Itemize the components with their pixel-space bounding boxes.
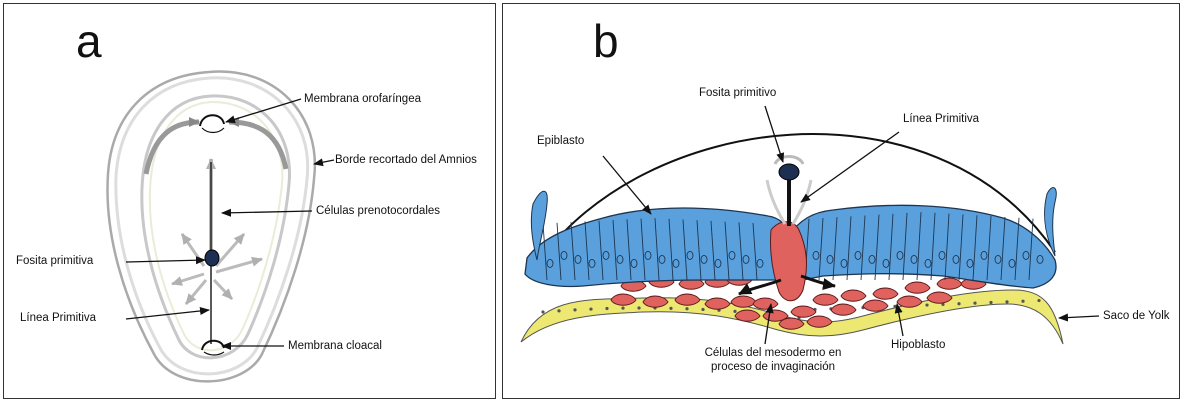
embryonic-disc-diagram [4, 4, 496, 399]
mesoderm-cell [791, 306, 816, 317]
label-saco-de-yolk: Saco de Yolk [1103, 309, 1170, 323]
label-mesodermo-line-2: proceso de invaginación [663, 360, 883, 374]
mesoderm-cell [731, 296, 756, 307]
label-membrana-orofaringea: Membrana orofaríngea [304, 92, 421, 106]
label-mesodermo-line-1: Células del mesodermo en [663, 346, 883, 360]
label-hipoblasto: Hipoblasto [891, 338, 945, 352]
label-linea-primitiva: Línea Primitiva [20, 311, 96, 325]
label-borde-amnios: Borde recortado del Amnios [335, 153, 477, 167]
mesoderm-cell [873, 288, 898, 299]
panel-b: b [502, 3, 1180, 399]
primitive-pit [205, 250, 219, 266]
primitive-pit [779, 164, 799, 180]
label-membrana-cloacal: Membrana cloacal [288, 339, 382, 353]
label-fosita-primitivo: Fosita primitivo [699, 86, 776, 100]
label-epiblasto: Epiblasto [537, 134, 584, 148]
label-celulas-prenotocordales: Células prenotocordales [316, 204, 440, 218]
mesoderm-cell [753, 298, 778, 309]
label-linea-primitiva-b: Línea Primitiva [903, 112, 979, 126]
mesoderm-cell [897, 296, 922, 307]
oropharyngeal-membrane [200, 115, 224, 126]
label-celulas-mesodermo: Células del mesodermo en proceso de inva… [663, 346, 883, 375]
mesoderm-cell [863, 300, 888, 311]
mesoderm-cell [841, 290, 866, 301]
cross-section-diagram [503, 4, 1180, 399]
mesoderm-cell [611, 294, 636, 305]
mesoderm-cell [831, 304, 856, 315]
mesoderm-cell [705, 298, 730, 309]
mesoderm-cell [927, 292, 952, 303]
mesoderm-cell [905, 282, 930, 293]
mesoderm-cell [675, 294, 700, 305]
mesoderm-cell [813, 294, 838, 305]
label-fosita-primitiva: Fosita primitiva [16, 254, 93, 268]
mesoderm-cell [937, 278, 962, 289]
mesoderm-cell [807, 316, 832, 327]
panel-a: a [3, 3, 496, 399]
